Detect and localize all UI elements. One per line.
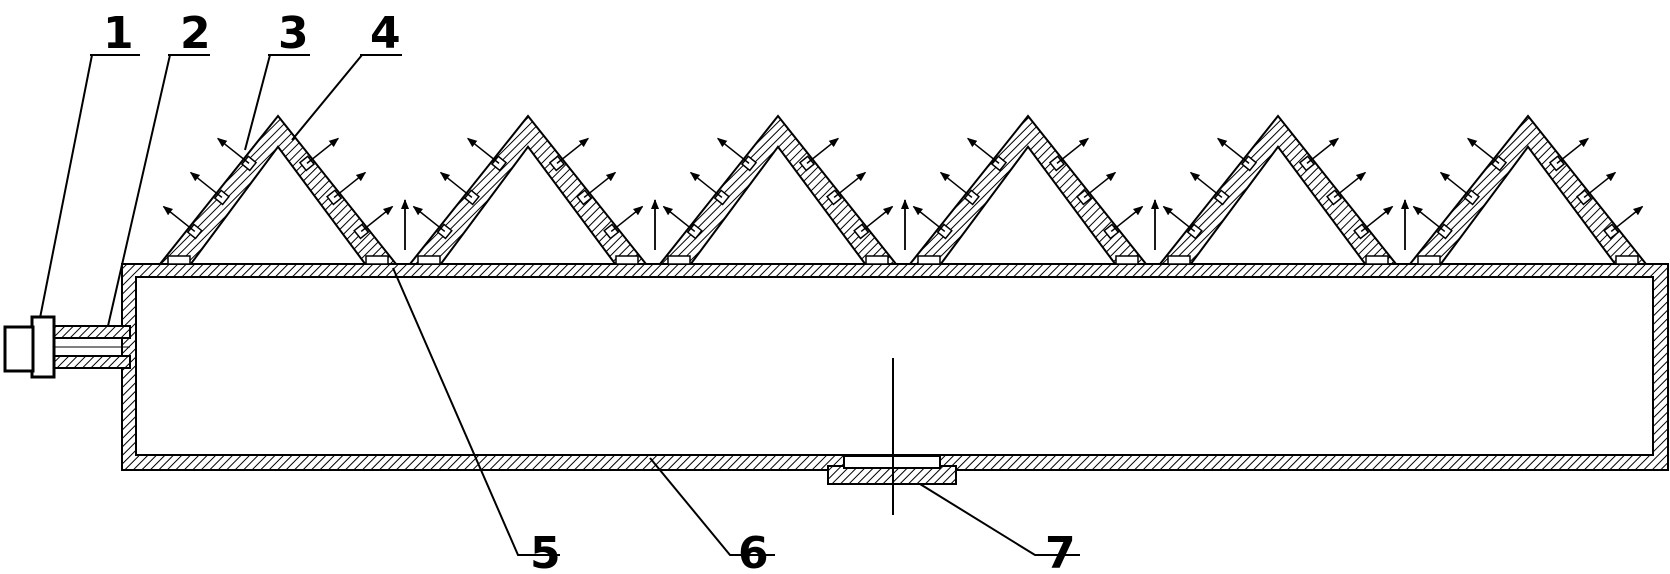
spray-arrow xyxy=(1583,171,1617,198)
leader-line-5 xyxy=(392,267,560,556)
spray-arrow xyxy=(333,171,367,198)
label-part-5: 5 xyxy=(530,528,561,574)
spray-arrow xyxy=(806,137,840,164)
inlet-pipe-upper-wall xyxy=(51,325,131,339)
nozzle-triangle xyxy=(1407,114,1649,265)
label-part-7: 7 xyxy=(1045,528,1076,574)
spray-arrow xyxy=(189,171,223,198)
label-part-4: 4 xyxy=(370,8,401,59)
nozzle-base-left xyxy=(1167,255,1191,265)
spray-arrow xyxy=(556,137,590,164)
inlet-cap xyxy=(3,325,35,373)
nozzle-base-right xyxy=(615,255,639,265)
leader-line-3 xyxy=(244,54,310,151)
spray-arrow xyxy=(716,137,750,164)
spray-arrow xyxy=(1412,205,1446,233)
nozzle-base-left xyxy=(417,255,441,265)
spray-arrow xyxy=(412,205,446,233)
label-part-2: 2 xyxy=(180,8,211,59)
nozzle-triangle xyxy=(657,114,899,265)
spray-arrow xyxy=(1556,137,1590,164)
nozzle-triangle xyxy=(907,114,1149,265)
nozzle-triangle xyxy=(157,114,399,265)
nozzle-array xyxy=(157,114,1649,265)
spray-arrow xyxy=(439,171,473,198)
spray-arrow xyxy=(689,171,723,198)
spray-arrow xyxy=(583,171,617,198)
leader-line-6 xyxy=(649,457,775,556)
label-part-6: 6 xyxy=(738,528,769,574)
spray-arrow xyxy=(466,137,500,164)
nozzle-base-right xyxy=(1615,255,1639,265)
spray-arrow xyxy=(1360,205,1394,233)
nozzle-base-left xyxy=(167,255,191,265)
spray-arrow xyxy=(1189,171,1223,198)
inlet-flange xyxy=(30,315,56,379)
spray-arrow xyxy=(662,205,696,233)
spray-arrow xyxy=(216,137,250,164)
spray-arrow xyxy=(1466,137,1500,164)
spray-arrow xyxy=(610,205,644,233)
leader-line-1 xyxy=(39,54,140,319)
nozzle-base-right xyxy=(865,255,889,265)
spray-arrow xyxy=(1216,137,1250,164)
leader-lines xyxy=(39,54,1080,556)
leader-line-4 xyxy=(291,54,402,141)
leader-line-7 xyxy=(919,483,1080,556)
tank-body xyxy=(121,263,1669,471)
spray-arrow xyxy=(360,205,394,233)
inlet-pipe-lower-wall xyxy=(51,355,131,369)
spray-arrow xyxy=(1306,137,1340,164)
label-part-3: 3 xyxy=(278,8,309,59)
nozzle-base-left xyxy=(1417,255,1441,265)
spray-arrow xyxy=(306,137,340,164)
spray-arrow xyxy=(966,137,1000,164)
spray-arrow xyxy=(1056,137,1090,164)
nozzle-base-right xyxy=(365,255,389,265)
spray-arrow xyxy=(1083,171,1117,198)
spray-arrow xyxy=(860,205,894,233)
spray-arrow xyxy=(939,171,973,198)
nozzle-triangle xyxy=(407,114,649,265)
spray-arrow xyxy=(1610,205,1644,233)
nozzle-base-left xyxy=(667,255,691,265)
nozzle-base-right xyxy=(1365,255,1389,265)
spray-arrow xyxy=(912,205,946,233)
spray-arrow xyxy=(162,205,196,233)
label-part-1: 1 xyxy=(103,8,134,59)
leader-line-2 xyxy=(107,54,210,327)
spray-arrow xyxy=(1110,205,1144,233)
spray-arrow xyxy=(1162,205,1196,233)
spray-arrow xyxy=(833,171,867,198)
nozzle-base-right xyxy=(1115,255,1139,265)
spray-arrow xyxy=(1439,171,1473,198)
spray-arrow xyxy=(1333,171,1367,198)
nozzle-base-left xyxy=(917,255,941,265)
nozzle-triangle xyxy=(1157,114,1399,265)
